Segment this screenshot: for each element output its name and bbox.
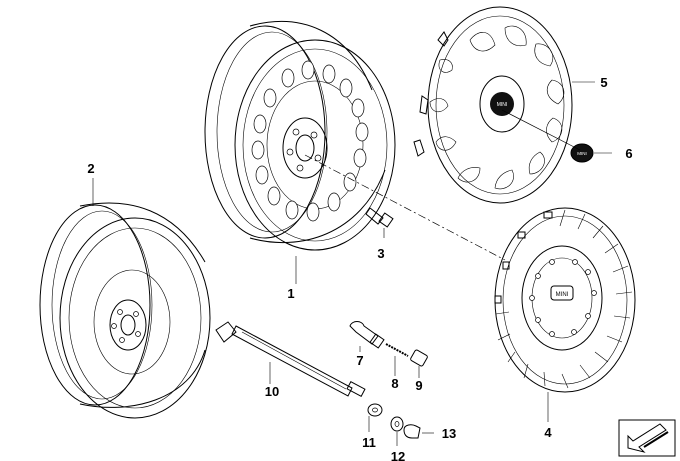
valve-core	[385, 343, 409, 376]
valve-cap	[410, 349, 428, 378]
hubcap-emblem: MINI	[570, 143, 612, 163]
hubcap-logo: MINI	[556, 292, 569, 298]
part-number-13: 13	[442, 426, 456, 441]
steel-wheel-spare	[39, 202, 211, 419]
emblem-logo: MINI	[577, 151, 587, 156]
hubcap-rear-logo: MINI	[497, 102, 508, 108]
valve-nut	[390, 416, 404, 446]
part-number-1: 1	[287, 286, 294, 301]
sealing-washer	[367, 403, 383, 432]
wheel-bolt	[365, 207, 394, 238]
part-number-11: 11	[362, 435, 376, 450]
part-number-5: 5	[600, 75, 607, 90]
valve-extension-hose	[215, 321, 366, 397]
part-number-9: 9	[415, 378, 422, 393]
part-number-12: 12	[391, 449, 405, 461]
hubcap-rear: MINI	[413, 6, 595, 204]
part-labels: 1 2 3 4 5 6 7 8 9 10 11 12 13	[87, 75, 632, 461]
part-number-2: 2	[87, 161, 94, 176]
part-number-4: 4	[544, 425, 552, 440]
valve-stem	[349, 321, 385, 349]
part-number-8: 8	[391, 376, 398, 391]
valve-cap-small	[403, 424, 434, 439]
arrow-down-left-icon	[618, 419, 676, 457]
part-number-7: 7	[356, 353, 363, 368]
hubcap-center-badge	[490, 92, 514, 116]
assembly-axis-lines	[304, 109, 581, 261]
part-number-6: 6	[625, 146, 632, 161]
part-number-10: 10	[265, 384, 279, 399]
steel-wheel-main	[204, 21, 396, 251]
hubcap-front: MINI	[494, 207, 636, 422]
part-number-3: 3	[377, 246, 384, 261]
